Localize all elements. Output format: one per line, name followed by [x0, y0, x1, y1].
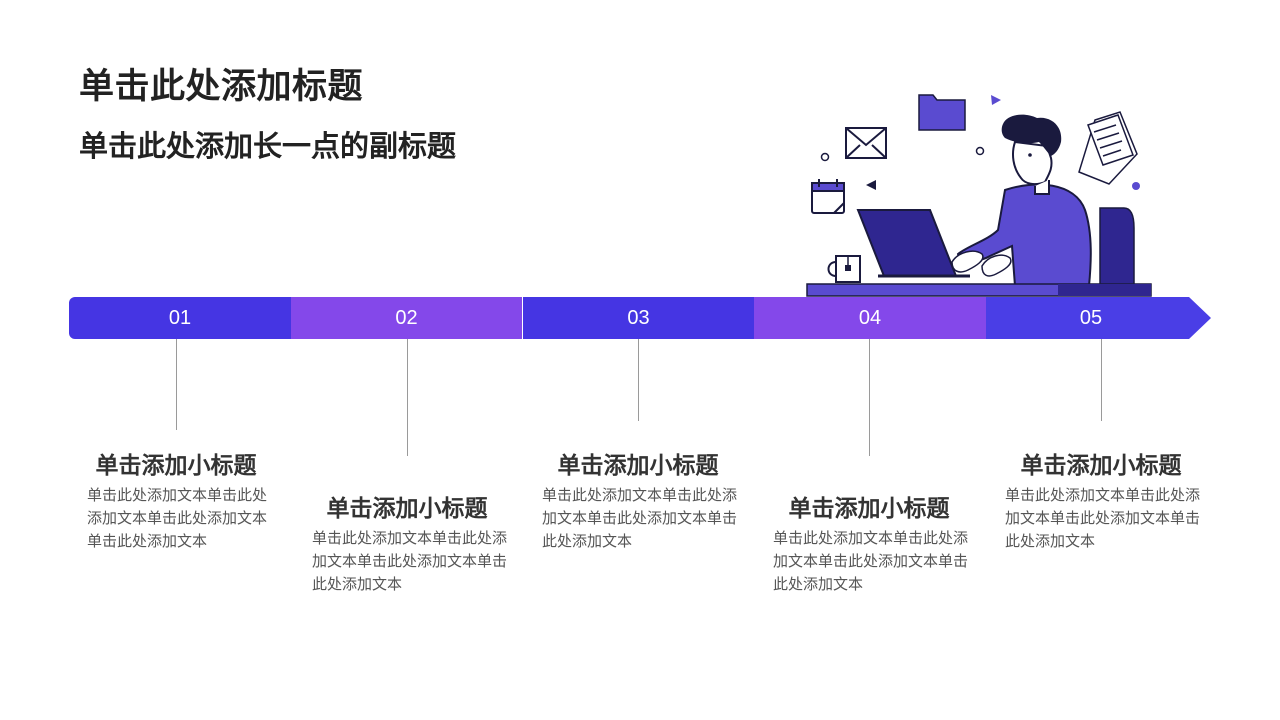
step-text-05[interactable]: 单击此处添加文本单击此处添加文本单击此处添加文本单击此处添加文本: [1005, 486, 1201, 550]
step-text-04[interactable]: 单击此处添加文本单击此处添加文本单击此处添加文本单击此处添加文本: [773, 529, 969, 593]
timeline-segment-02[interactable]: 02: [291, 297, 522, 339]
triangle-icon: [991, 95, 1001, 105]
connector-line: [869, 339, 870, 456]
timeline-segment-05[interactable]: 05: [986, 297, 1196, 339]
timeline-arrow-head: [986, 297, 1211, 339]
step-text-01[interactable]: 单击此处添加文本单击此处添加文本单击此处添加文本单击此处添加文本: [87, 486, 268, 550]
connector-line: [176, 339, 177, 430]
triangle-icon: [866, 180, 876, 190]
step-number: 02: [395, 306, 418, 329]
timeline-bar: [986, 297, 1211, 339]
connector-line: [638, 339, 639, 421]
envelope-icon: [845, 127, 887, 159]
mug-icon: [827, 255, 861, 283]
step-heading-02[interactable]: 单击添加小标题: [326, 496, 488, 522]
step-heading-01[interactable]: 单击添加小标题: [95, 453, 257, 479]
connector-line: [407, 339, 408, 456]
laptop-icon: [856, 209, 958, 277]
page-subtitle[interactable]: 单击此处添加长一点的副标题: [79, 129, 457, 163]
step-text-02[interactable]: 单击此处添加文本单击此处添加文本单击此处添加文本单击此处添加文本: [312, 529, 508, 593]
step-text-03[interactable]: 单击此处添加文本单击此处添加文本单击此处添加文本单击此处添加文本: [542, 486, 738, 550]
dot-icon: [975, 146, 985, 156]
timeline-segment-03[interactable]: 03: [522, 297, 754, 339]
step-number: 05: [1079, 306, 1103, 329]
timeline-segment-01[interactable]: 01: [69, 297, 291, 339]
step-heading-03[interactable]: 单击添加小标题: [557, 453, 719, 479]
person-at-laptop-illustration: [806, 94, 1152, 297]
step-heading-05[interactable]: 单击添加小标题: [1020, 453, 1182, 479]
page-title[interactable]: 单击此处添加标题: [79, 67, 364, 107]
document-icon: [1078, 111, 1138, 185]
dot-icon: [1132, 182, 1140, 190]
step-heading-04[interactable]: 单击添加小标题: [788, 496, 950, 522]
connector-line: [1101, 339, 1102, 421]
dot-icon: [820, 152, 830, 162]
step-number: 01: [168, 306, 192, 329]
folder-icon: [918, 94, 966, 131]
timeline-segment-04[interactable]: 04: [754, 297, 986, 339]
step-number: 03: [627, 306, 650, 329]
step-number: 04: [858, 306, 882, 329]
calendar-icon: [811, 179, 845, 214]
